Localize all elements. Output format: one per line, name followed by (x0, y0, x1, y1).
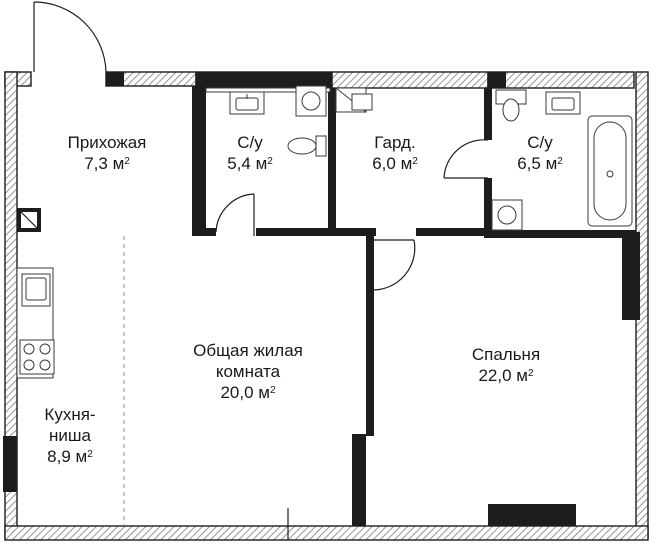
room-area: 20,0 (220, 383, 254, 402)
room-name-line1: Кухня- (44, 405, 96, 424)
room-name-line1: Общая жилая (193, 341, 303, 360)
kitchen-fixtures (16, 267, 55, 379)
room-area: 5,4 (227, 154, 251, 173)
room-label-wardrobe: Гард. 6,0 м2 (372, 133, 418, 173)
room-area: 7,3 (84, 154, 108, 173)
room-name: Гард. (374, 133, 416, 152)
wc2-fixtures (491, 89, 633, 231)
room-label-wc2: С/у 6,5 м2 (517, 133, 563, 173)
room-area: 22,0 (478, 366, 512, 385)
room-label-bedroom: Спальня 22,0 м2 (471, 345, 541, 385)
room-label-hall: Прихожая 7,3 м2 (67, 133, 147, 173)
room-label-kitchen: Кухня- ниша 8,9 м2 (44, 405, 96, 466)
room-name: С/у (527, 133, 553, 152)
room-label-wc1: С/у 5,4 м2 (227, 133, 273, 173)
room-name-line2: ниша (49, 426, 91, 445)
room-name: Прихожая (67, 133, 147, 152)
interior-walls (17, 86, 636, 436)
room-area: 6,0 (372, 154, 396, 173)
room-label-living: Общая жилая комната 20,0 м2 (193, 341, 303, 402)
outer-walls (3, 71, 649, 541)
wc1-fixtures (205, 85, 331, 157)
room-area: 6,5 (517, 154, 541, 173)
wardrobe-fixtures (335, 87, 373, 113)
room-name: Спальня (471, 345, 541, 364)
doors (33, 1, 489, 291)
room-area: 8,9 (47, 447, 71, 466)
room-name: С/у (237, 133, 263, 152)
room-name-line2: комната (215, 362, 281, 381)
